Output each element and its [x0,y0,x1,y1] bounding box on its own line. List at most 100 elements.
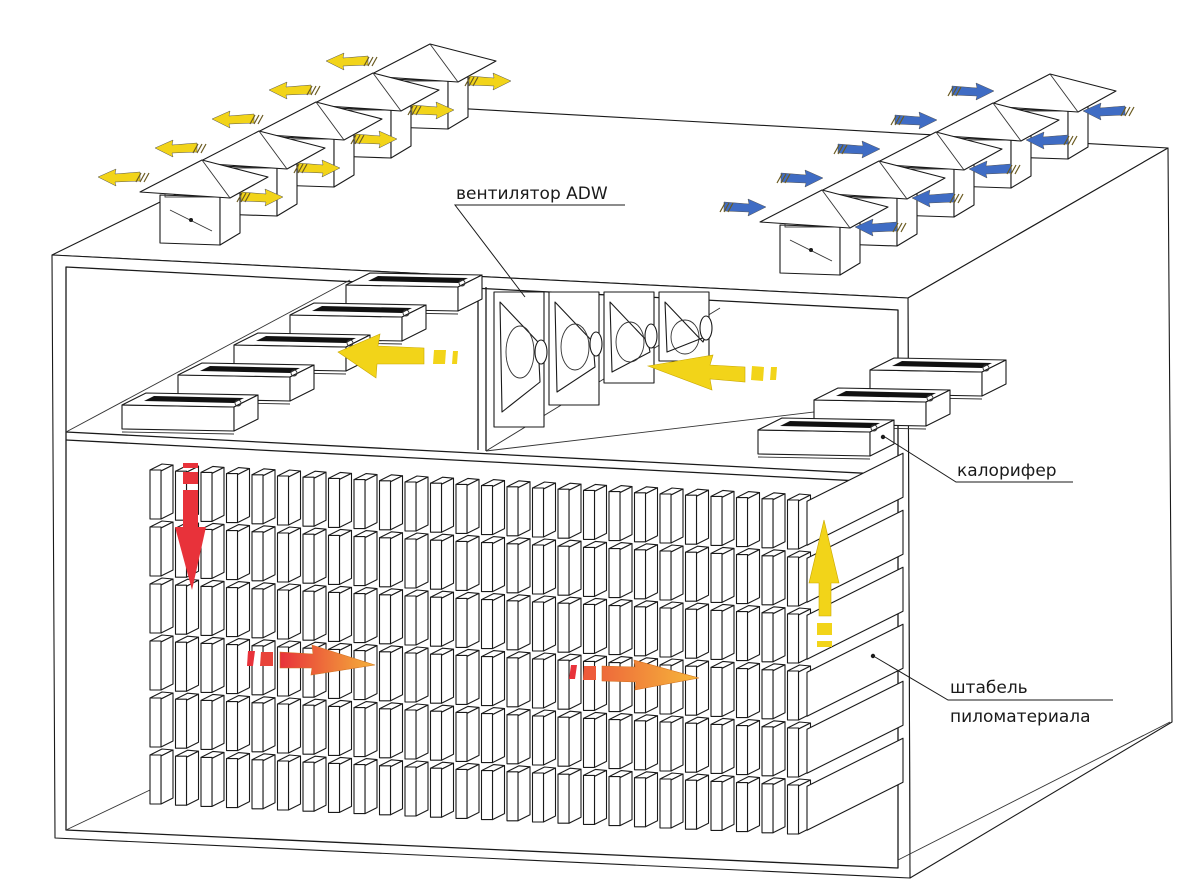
lumber-board [684,488,710,545]
lumber-board [251,696,276,753]
through-flow-arrow-2 [569,659,700,691]
lumber-board [353,644,378,701]
lumber-board [710,660,735,717]
lumber-board [327,528,353,585]
lumber-board [608,485,633,542]
lumber-board [659,487,684,544]
lumber-board [735,662,761,719]
heater-unit [233,332,371,375]
lumber-board [608,599,633,656]
lumber-board [710,546,735,603]
lumber-board [735,776,761,833]
lumber-board [302,584,327,641]
fan-unit [658,291,713,362]
lumber-board [761,720,786,777]
label-stack: штабель пиломатериала [870,653,1113,727]
lumber-board [225,752,251,809]
lumber-board [531,709,557,766]
heaters-left-group [121,272,483,435]
intake-arrow [1082,102,1135,121]
lumber-board [353,530,378,587]
lumber-board [480,479,506,536]
lumber-board [302,527,327,584]
stack-side-board [806,452,904,546]
lumber-board [684,659,710,716]
lumber-board [480,764,506,821]
intake-arrow [968,160,1021,179]
lumber-board [659,601,684,658]
lumber-board [582,654,608,711]
lumber-board [276,640,302,697]
compartment-divider-bottom [65,439,899,484]
lumber-board [429,590,455,647]
lumber-board [200,750,225,807]
lumber-board [378,588,404,645]
lumber-board [174,578,200,635]
intake-arrow [1025,131,1078,150]
lumber-board [557,539,582,596]
heaters-right-group [757,357,1007,460]
lumber-board [582,711,608,768]
lumber-board [251,753,276,810]
lumber-board [353,473,378,530]
lumber-board [455,705,480,762]
lumber-board [200,579,225,636]
lumber-board [200,693,225,750]
lumber-board [735,605,761,662]
lumber-board [608,656,633,713]
compartment-divider-top [65,431,899,476]
lumber-board [149,463,174,520]
lumber-board [710,717,735,774]
exhaust-arrow [154,139,207,158]
lumber-board [429,476,455,533]
heater-unit [121,392,259,435]
lumber-board [404,532,429,589]
lumber-board [659,658,684,715]
exhaust-vents-group [97,43,512,246]
lumber-board [506,594,531,651]
lumber-board [531,766,557,823]
lumber-board [149,748,174,805]
lumber-board [506,765,531,822]
lumber-board [327,756,353,813]
intake-arrow [833,140,881,159]
lumber-board [455,648,480,705]
lumber-board [480,536,506,593]
lumber-board [455,591,480,648]
lumber-board [378,759,404,816]
up-flow-arrow [808,519,840,647]
lumber-board [429,647,455,704]
lumber-board [710,774,735,831]
lumber-board [353,758,378,815]
lumber-board [684,716,710,773]
lumber-board [761,777,786,834]
exhaust-arrow [407,101,455,120]
lumber-board [276,754,302,811]
fans-group [493,291,713,428]
lumber-board [429,761,455,818]
lumber-board [633,543,659,600]
lumber-board [251,639,276,696]
lumber-board [761,492,786,549]
intake-vents-group [719,73,1135,276]
fan-label: вентилятор ADW [456,184,608,204]
intake-arrow [947,82,995,101]
lumber-board [531,481,557,538]
lumber-board [735,548,761,605]
intake-arrow [776,169,824,188]
lumber-board [200,465,225,522]
stack-label-line1: штабель [950,678,1028,698]
lumber-board [149,577,174,634]
lumber-board [429,704,455,761]
lumber-board [404,475,429,532]
lumber-board [710,603,735,660]
lumber-board [608,713,633,770]
lumber-board [276,526,302,583]
lumber-board [557,653,582,710]
intake-arrow [890,111,938,130]
lumber-board [684,602,710,659]
stack-side-board [806,680,904,774]
exhaust-arrow [211,110,264,129]
intake-arrow [854,218,907,237]
